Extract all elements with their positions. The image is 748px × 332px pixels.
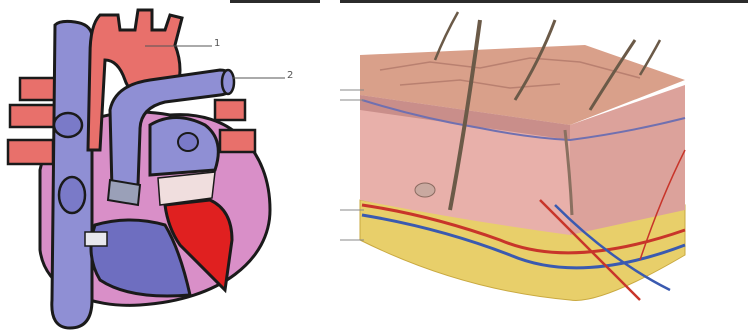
left-atrium-opening [178,133,198,151]
pulmonary-vein-right-upper [215,100,245,120]
inferior-vena-cava-opening [59,177,85,213]
vena-cava [52,21,92,328]
pulmonary-vein-left-lower [8,140,53,164]
top-border-line [230,0,320,3]
skin-diagram [340,0,748,332]
callout-2-label: 2 [287,70,293,81]
tricuspid-valve [108,180,140,205]
top-border-line [340,0,748,3]
pulmonary-vein-right-lower [220,130,255,152]
heart-illustration [0,0,330,332]
sweat-gland [415,183,435,197]
chordae-tendineae [85,232,107,246]
callout-1-label: 1 [214,38,220,49]
pulmonary-vein-left-mid [10,105,55,127]
pulmonary-artery-opening [222,70,234,94]
heart-diagram: 1 2 [0,0,330,332]
right-atrium-opening [54,113,82,137]
skin-illustration [340,0,748,332]
